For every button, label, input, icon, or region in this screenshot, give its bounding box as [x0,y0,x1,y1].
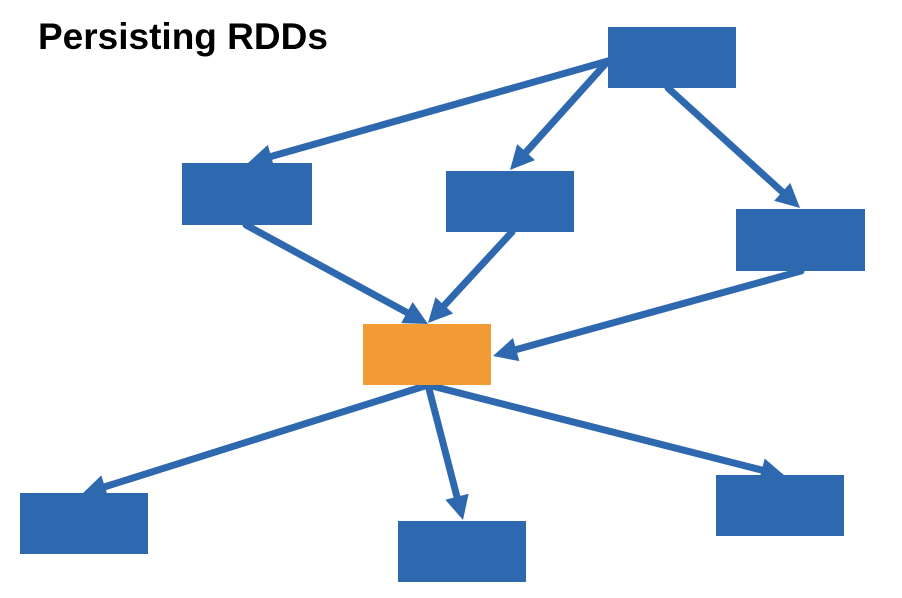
nodes-layer [20,27,865,582]
edge-source-to-child-right [664,84,800,208]
rdd-node-child-middle [446,171,574,232]
rdd-node-child-left [182,163,312,225]
arrowhead [428,297,454,323]
rdd-node-child-right [736,209,865,271]
arrowhead [82,475,109,499]
rdd-node-output-right [716,475,844,536]
edge-child-right-to-persisted [493,267,805,362]
rdd-node-output-middle [398,521,526,582]
edge-line [265,57,612,161]
edge-line [521,57,612,158]
edge-persisted-to-output-right [424,381,785,482]
edge-child-middle-to-persisted [428,228,516,323]
edge-child-left-to-persisted [242,221,428,324]
arrowhead [401,301,428,324]
edge-line [439,228,516,311]
edge-persisted-to-output-middle [424,381,469,520]
edge-persisted-to-output-left [82,381,432,499]
arrowhead [510,144,535,170]
edge-line [424,381,768,475]
edge-line [242,221,413,317]
rdd-node-output-left [20,493,148,554]
edge-source-to-child-middle [510,57,612,170]
slide-title: Persisting RDDs [38,16,328,57]
arrowhead [445,493,469,520]
edge-source-to-child-left [248,57,612,169]
arrowhead [774,182,800,208]
rdd-node-persisted [363,324,491,385]
rdd-node-source [608,27,736,88]
edge-line [510,267,805,354]
edge-line [664,84,788,197]
arrowhead [493,338,520,362]
edge-line [424,381,461,503]
edge-line [99,381,432,491]
edges-layer [82,57,805,520]
arrowhead [248,144,275,169]
